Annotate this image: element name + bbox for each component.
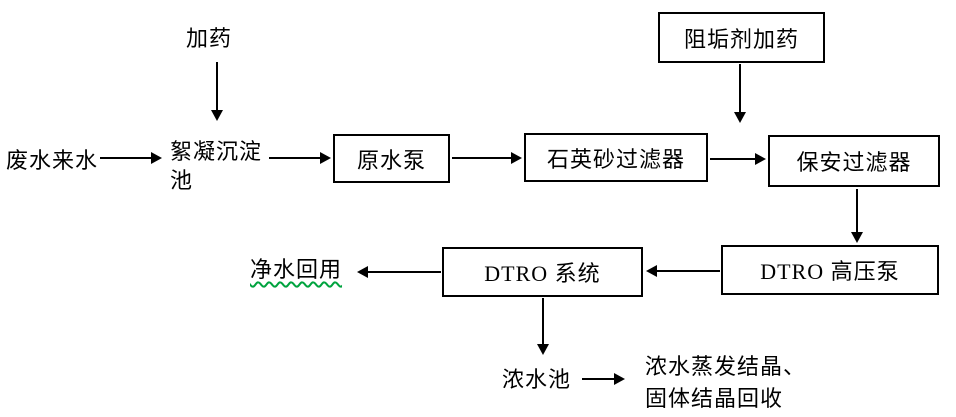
arrow-dtro-pump-to-dtro-system <box>646 264 720 278</box>
concentrate-treatment-line2: 固体结晶回收 <box>645 386 784 411</box>
node-wastewater-inlet-label: 废水来水 <box>6 148 99 173</box>
arrow-sedimentation-to-raw-pump <box>269 151 331 165</box>
arrow-wastewater-to-sedimentation <box>100 151 162 165</box>
node-security-filter-label: 保安过滤器 <box>796 150 912 175</box>
arrow-antiscalant-to-inlet-line <box>733 64 747 123</box>
concentrate-treatment-line1: 浓水蒸发结晶、 <box>645 354 807 379</box>
node-dtro-high-pressure-pump: DTRO 高压泵 <box>721 245 939 295</box>
node-dtro-system-label: DTRO 系统 <box>484 261 601 286</box>
node-antiscalant-dosing: 阻垢剂加药 <box>658 12 825 63</box>
arrow-security-filter-to-dtro-pump <box>850 189 864 243</box>
node-quartz-sand-filter: 石英砂过滤器 <box>524 133 708 182</box>
node-security-filter: 保安过滤器 <box>768 135 940 187</box>
arrow-dtro-system-to-clean-water-reuse <box>357 265 441 279</box>
arrow-dosing-to-sedimentation <box>210 62 224 121</box>
node-concentrate-pool-label: 浓水池 <box>502 367 572 392</box>
node-raw-water-pump-label: 原水泵 <box>356 147 426 173</box>
node-antiscalant-dosing-label: 阻垢剂加药 <box>683 26 799 52</box>
node-dtro-high-pressure-pump-label: DTRO 高压泵 <box>760 259 900 284</box>
node-dtro-system: DTRO 系统 <box>442 247 643 297</box>
arrow-sand-filter-to-security-filter <box>710 152 766 166</box>
arrow-dtro-system-to-concentrate-pool <box>536 298 550 355</box>
node-dosing-label: 加药 <box>186 26 233 51</box>
node-coagulation-sedimentation-tank-label: 絮凝沉淀池 <box>170 139 263 193</box>
node-quartz-sand-filter-label: 石英砂过滤器 <box>546 146 685 172</box>
arrow-concentrate-pool-to-treatment <box>582 372 625 386</box>
node-raw-water-pump: 原水泵 <box>333 134 450 183</box>
arrow-raw-pump-to-sand-filter <box>452 151 522 165</box>
node-clean-water-reuse-label: 净水回用 <box>250 257 343 282</box>
node-concentrate-treatment-label: 浓水蒸发结晶、 固体结晶回收 <box>645 351 806 415</box>
